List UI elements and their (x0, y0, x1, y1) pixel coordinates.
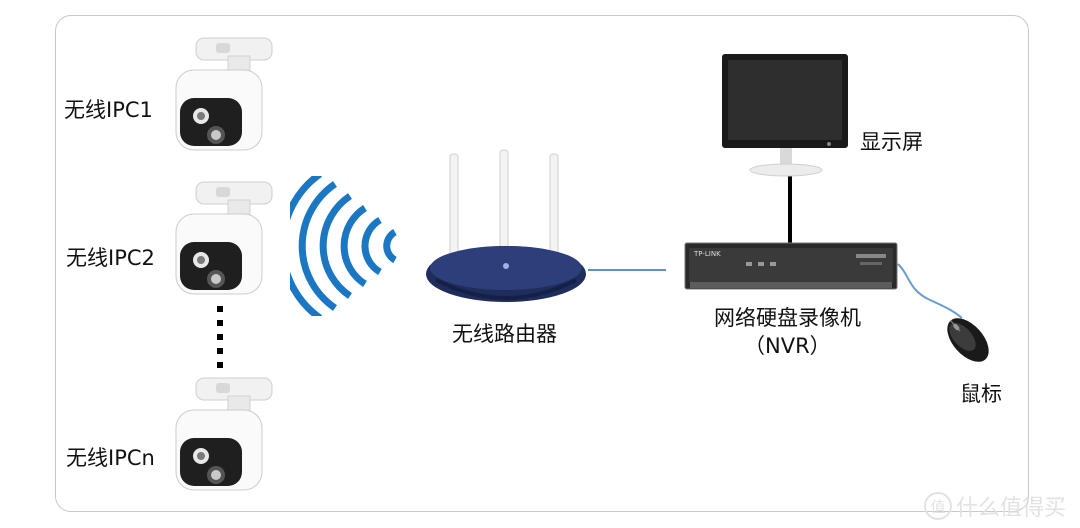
camera-ipc2-label: 无线IPC2 (66, 246, 155, 270)
camera-ipc2-icon (175, 181, 273, 295)
camera-ipcn-icon (175, 377, 273, 491)
camera-ipc1-icon (175, 37, 273, 151)
mouse-cable (897, 263, 963, 319)
watermark-logo-icon: 值 (923, 492, 952, 520)
ellipsis-dots (217, 306, 223, 368)
mouse-icon (947, 318, 989, 362)
wifi-signal-icon (290, 176, 397, 316)
nvr-device-icon (684, 242, 898, 290)
router-label: 无线路由器 (452, 322, 557, 346)
nvr-label-line1: 网络硬盘录像机 (714, 306, 861, 330)
watermark-text: 什么值得买 (955, 496, 1066, 521)
router-icon (426, 149, 586, 302)
camera-ipcn-label: 无线IPCn (66, 446, 155, 470)
watermark: 值 什么值得买 (923, 490, 1066, 522)
monitor-icon (722, 54, 848, 177)
nvr-label-line2: （NVR） (744, 334, 831, 358)
monitor-label: 显示屏 (860, 130, 923, 154)
nvr-brand-logo: TP-LINK (694, 250, 721, 258)
mouse-label: 鼠标 (960, 382, 1002, 406)
camera-ipc1-label: 无线IPC1 (64, 98, 153, 122)
